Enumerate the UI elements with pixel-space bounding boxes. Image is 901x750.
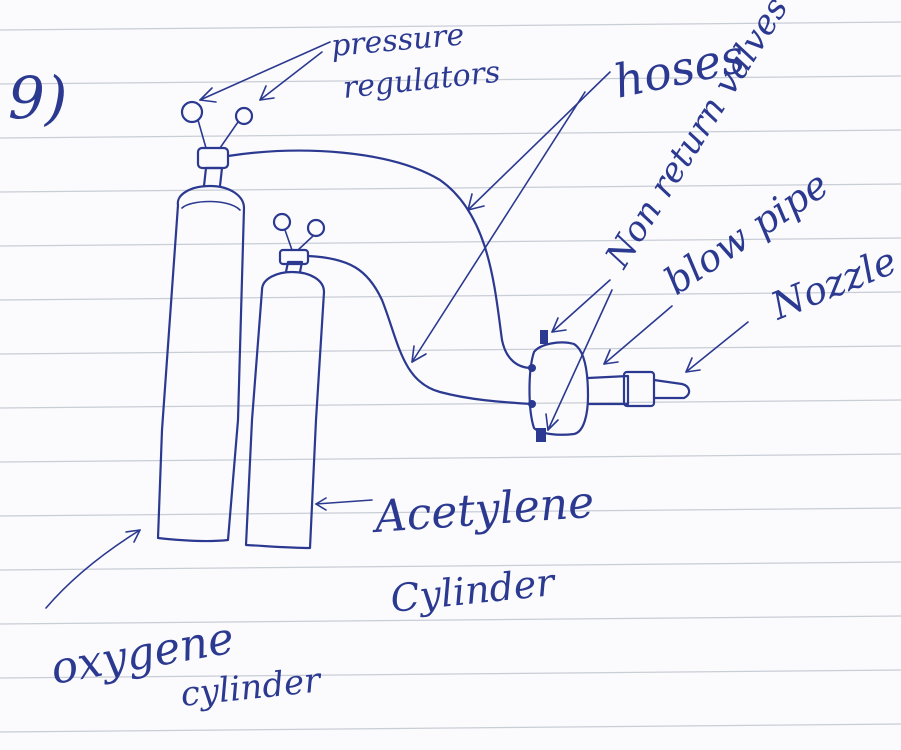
non-return-valve-top — [540, 330, 548, 344]
acetylene-cylinder — [246, 250, 324, 548]
label-acetylene: Acetylene — [369, 477, 595, 543]
ruled-lines — [0, 22, 901, 732]
label-nozzle: Nozzle — [764, 239, 901, 329]
oxygen-cylinder — [158, 148, 244, 541]
question-number: 9) — [8, 64, 68, 132]
label-acetylene-cylinder: Cylinder — [388, 560, 559, 621]
oxygen-pressure-regulators — [182, 102, 252, 148]
acetylene-pressure-regulators — [274, 214, 324, 250]
label-regulators-line2: regulators — [341, 55, 502, 106]
label-pressure-line1: pressure — [330, 17, 466, 64]
blow-pipe — [528, 330, 588, 442]
nozzle — [588, 372, 689, 406]
non-return-valve-bottom — [536, 428, 546, 442]
